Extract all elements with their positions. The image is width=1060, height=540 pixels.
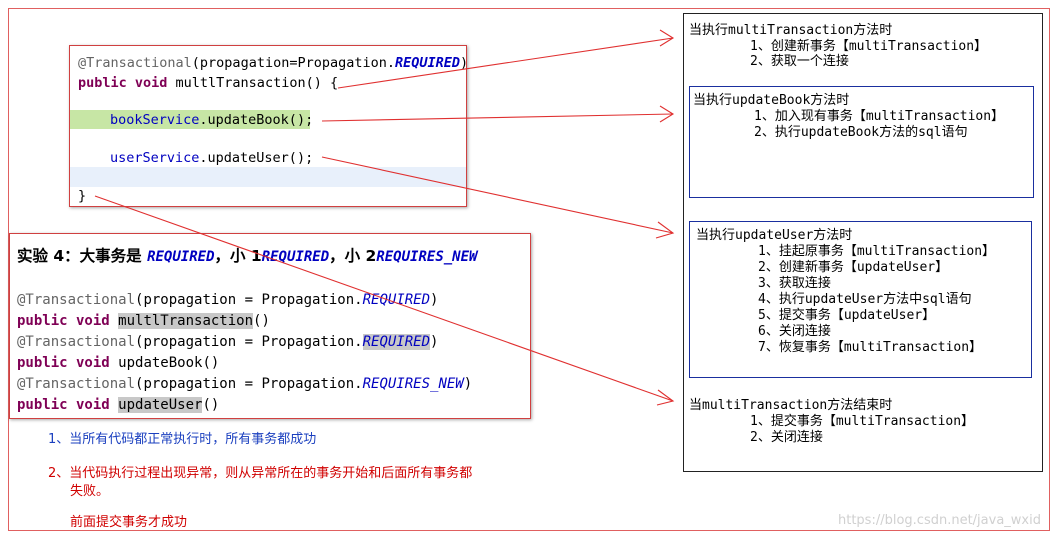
arrow-to-multi [337, 37, 674, 89]
explanation-panel [683, 13, 1043, 472]
code-line-ann-2: @Transactional(propagation = Propagation… [17, 334, 439, 350]
step-multi-item-2: 2、获取一个连接 [750, 54, 849, 69]
note-2-line-1: 2、当代码执行过程出现异常，则从异常所在的事务开始和后面所有事务都 [48, 466, 473, 481]
arrowhead-multi [659, 29, 675, 47]
note-3: 前面提交事务才成功 [70, 515, 188, 530]
highlight-bar [70, 110, 310, 129]
code-line-annotation: @Transactional(propagation=Propagation.R… [78, 55, 469, 71]
step-multi-item-1: 1、创建新事务【multiTransaction】 [750, 39, 988, 54]
code-line-close-brace: } [78, 188, 87, 204]
arrow-to-end [94, 195, 674, 402]
arrowhead-end [656, 389, 675, 406]
step-updatebook-item-2: 2、执行updateBook方法的sql语句 [754, 125, 968, 140]
code-line-updatebook: bookService.updateBook(); [110, 112, 314, 128]
updateuser-box [689, 221, 1032, 378]
arrowhead-updatebook [659, 105, 675, 123]
step-updatebook-item-1: 1、加入现有事务【multiTransaction】 [754, 109, 1005, 124]
step-multi-title: 当执行multiTransaction方法时 [689, 23, 893, 38]
step-updateuser-item-5: 5、提交事务【updateUser】 [758, 308, 936, 323]
outer-frame [8, 8, 1050, 531]
code-line-method-3: public void updateUser() [17, 397, 220, 413]
code-line-updateuser: userService.updateUser(); [110, 150, 314, 166]
step-end-title: 当multiTransaction方法结束时 [689, 398, 893, 413]
step-updateuser-item-4: 4、执行updateUser方法中sql语句 [758, 292, 972, 307]
note-1: 1、当所有代码都正常执行时，所有事务都成功 [48, 432, 317, 447]
code-line-ann-1: @Transactional(propagation = Propagation… [17, 292, 439, 308]
step-end-item-2: 2、关闭连接 [750, 430, 823, 445]
arrowhead-updateuser [655, 221, 675, 239]
updatebook-box [689, 86, 1034, 198]
step-end-item-1: 1、提交事务【multiTransaction】 [750, 414, 975, 429]
step-updateuser-item-7: 7、恢复事务【multiTransaction】 [758, 340, 983, 355]
arrow-to-updatebook [321, 113, 674, 122]
step-updateuser-item-1: 1、挂起原事务【multiTransaction】 [758, 244, 996, 259]
code-line-method-2: public void updateBook() [17, 355, 220, 371]
step-updateuser-item-2: 2、创建新事务【updateUser】 [758, 260, 949, 275]
arrow-to-updateuser [321, 156, 674, 234]
watermark: https://blog.csdn.net/java_wxid [838, 513, 1041, 528]
code-snippet-bottom: 实验 4：大事务是 REQUIRED，小 1REQUIRED，小 2REQUIR… [9, 233, 531, 419]
code-line-method: public void multlTransaction() { [78, 75, 339, 91]
code-line-ann-3: @Transactional(propagation = Propagation… [17, 376, 473, 392]
code-line-method-1: public void multlTransaction() [17, 313, 270, 329]
step-updateuser-item-3: 3、获取连接 [758, 276, 831, 291]
current-line-bar [70, 167, 466, 187]
step-updateuser-title: 当执行updateUser方法时 [696, 228, 853, 243]
code-snippet-top: @Transactional(propagation=Propagation.R… [69, 45, 469, 207]
note-2-line-2: 失败。 [70, 484, 110, 499]
step-updateuser-item-6: 6、关闭连接 [758, 324, 831, 339]
step-updatebook-title: 当执行updateBook方法时 [693, 93, 850, 108]
